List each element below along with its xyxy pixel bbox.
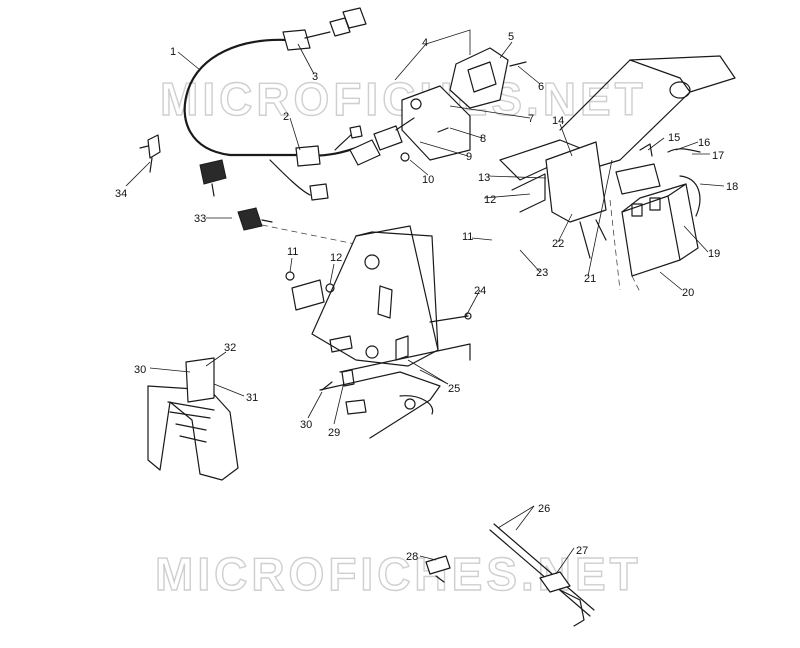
small-bracket bbox=[139, 134, 161, 173]
switch-assembly bbox=[199, 159, 361, 246]
callout-4: 4 bbox=[422, 37, 428, 49]
callout-11-coil: 11 bbox=[287, 246, 298, 258]
callout-26: 26 bbox=[538, 503, 550, 515]
callout-30-clip: 30 bbox=[300, 419, 312, 431]
callout-10: 10 bbox=[422, 174, 434, 186]
callout-11-frame: 11 bbox=[462, 231, 473, 243]
callout-7: 7 bbox=[528, 113, 534, 125]
callout-17: 17 bbox=[712, 150, 724, 162]
callout-23: 23 bbox=[536, 267, 548, 279]
leader-lines bbox=[125, 29, 725, 575]
mud-flap bbox=[147, 357, 239, 481]
callout-22: 22 bbox=[552, 238, 564, 250]
callout-34: 34 bbox=[115, 188, 127, 200]
callout-18: 18 bbox=[726, 181, 738, 193]
callout-25: 25 bbox=[448, 383, 460, 395]
callout-13: 13 bbox=[478, 172, 490, 184]
callout-15: 15 bbox=[668, 132, 680, 144]
rear-panel bbox=[311, 225, 471, 439]
callout-29: 29 bbox=[328, 427, 340, 439]
callouts: 1 2 3 4 5 6 7 8 9 10 11 11 12 12 13 14 1… bbox=[115, 31, 738, 563]
callout-5: 5 bbox=[508, 31, 514, 43]
callout-14: 14 bbox=[552, 115, 564, 127]
callout-12-coil: 12 bbox=[330, 252, 342, 264]
taillight-assembly bbox=[373, 47, 527, 162]
callout-33: 33 bbox=[194, 213, 206, 225]
callout-24: 24 bbox=[474, 285, 486, 297]
wiring-harness bbox=[183, 7, 381, 201]
clip bbox=[321, 369, 355, 391]
callout-16: 16 bbox=[698, 137, 710, 149]
watermark-top: MICROFICHES.NET bbox=[160, 73, 647, 125]
callout-9: 9 bbox=[466, 151, 472, 163]
callout-28: 28 bbox=[406, 551, 418, 563]
callout-21: 21 bbox=[584, 273, 596, 285]
callout-31: 31 bbox=[246, 392, 258, 404]
callout-27: 27 bbox=[576, 545, 588, 557]
vehicle-frame bbox=[499, 55, 736, 259]
callout-8: 8 bbox=[480, 133, 486, 145]
battery-assembly bbox=[609, 143, 701, 293]
callout-12-frame: 12 bbox=[484, 194, 496, 206]
callout-19: 19 bbox=[708, 248, 720, 260]
callout-3: 3 bbox=[312, 71, 318, 83]
callout-20: 20 bbox=[682, 287, 694, 299]
antenna-assembly bbox=[425, 523, 595, 627]
callout-32: 32 bbox=[224, 342, 236, 354]
callout-1: 1 bbox=[170, 46, 176, 58]
callout-2: 2 bbox=[283, 111, 289, 123]
callout-30-flap: 30 bbox=[134, 364, 146, 376]
callout-6: 6 bbox=[538, 81, 544, 93]
